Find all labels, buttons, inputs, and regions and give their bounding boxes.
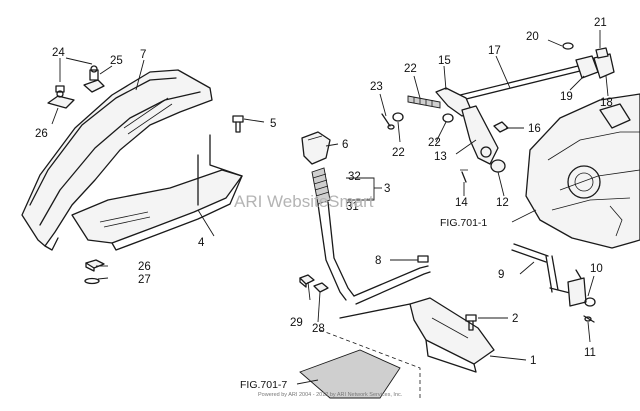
callout-8: 8 (375, 255, 381, 267)
callout-24: 23 (370, 81, 383, 93)
pin-part-14[interactable] (460, 169, 468, 183)
callout-16: 16 (528, 123, 541, 135)
callout-numbers: 24 25 7 26 5 4 26 27 6 32 3 31 8 2 1 29 … (35, 17, 613, 367)
callout-26a: 25 (110, 55, 123, 67)
bolt-part-2[interactable] (465, 314, 477, 331)
lever-knob-part-6[interactable] (301, 131, 331, 165)
callout-2: 2 (512, 313, 518, 325)
callout-13: 13 (434, 151, 447, 163)
arm-part-13[interactable] (461, 105, 499, 165)
callout-7: 7 (140, 49, 146, 61)
fig-701-7-outline (299, 329, 421, 400)
callout-23: 22 (404, 63, 417, 75)
callout-17: 17 (488, 45, 501, 57)
callout-15: 15 (438, 55, 451, 67)
washer-part-22[interactable] (392, 112, 454, 123)
nut-part-30[interactable] (299, 274, 315, 288)
callout-6: 6 (342, 139, 348, 151)
callout-25: 24 (52, 47, 65, 59)
callout-27: 26 (138, 261, 151, 273)
clevis-part-18[interactable] (593, 53, 615, 79)
transaxle-housing (525, 93, 640, 249)
callout-31: 31 (346, 201, 359, 213)
callout-14: 14 (455, 197, 468, 209)
pin-part-24[interactable] (381, 113, 395, 130)
spring-part-32[interactable] (311, 167, 331, 205)
washer-part-28[interactable] (84, 277, 100, 285)
callout-32: 32 (348, 171, 361, 183)
callout-4: 4 (198, 237, 205, 249)
nut-part-27[interactable] (85, 259, 105, 272)
pin-part-21[interactable] (595, 47, 609, 59)
callout-22b: 22 (428, 137, 441, 149)
lever-rod-part-31[interactable] (317, 201, 355, 301)
spring-part-23[interactable] (407, 95, 441, 109)
callout-21: 21 (594, 17, 607, 29)
fig-ref-701-1[interactable]: FIG.701-1 (440, 217, 487, 229)
link-rod-part-8[interactable] (353, 255, 431, 305)
callout-29: 28 (312, 323, 325, 335)
callout-26b: 26 (35, 128, 48, 140)
watermark: ARI WebsiteSmart (234, 192, 374, 211)
fig-ref-701-7[interactable]: FIG.701-7 (240, 379, 287, 391)
bracket-part-25-26[interactable] (47, 65, 105, 109)
callout-3: 3 (384, 183, 390, 195)
callout-19: 19 (560, 91, 573, 103)
bracket-part-10[interactable] (567, 277, 596, 307)
callout-30: 29 (290, 317, 303, 329)
callout-28: 27 (138, 274, 151, 286)
nut-part-29[interactable] (313, 282, 329, 293)
pedal-bracket-part-1[interactable] (339, 297, 495, 373)
callout-20: 20 (526, 31, 539, 43)
bolt-part-5[interactable] (232, 115, 244, 133)
callout-5: 5 (270, 118, 276, 130)
clip-part-11[interactable] (583, 315, 595, 323)
callout-22a: 22 (392, 147, 405, 159)
callout-1: 1 (530, 355, 536, 367)
nut-part-16[interactable] (493, 121, 509, 133)
bushing-part-12[interactable] (490, 159, 506, 173)
callout-11: 11 (584, 347, 596, 359)
leader-lines (51, 30, 609, 385)
callout-18: 18 (600, 97, 613, 109)
callout-12: 12 (496, 197, 509, 209)
copyright-text: Powered by ARI 2004 - 2012 by ARI Networ… (258, 392, 403, 398)
callout-9: 9 (498, 269, 504, 281)
control-rod-part-17[interactable] (447, 65, 581, 104)
clip-part-20[interactable] (562, 42, 574, 50)
callout-10: 10 (590, 263, 603, 275)
belt-guard-part-7[interactable] (21, 69, 213, 251)
deck-plate-part-4[interactable] (71, 134, 243, 251)
